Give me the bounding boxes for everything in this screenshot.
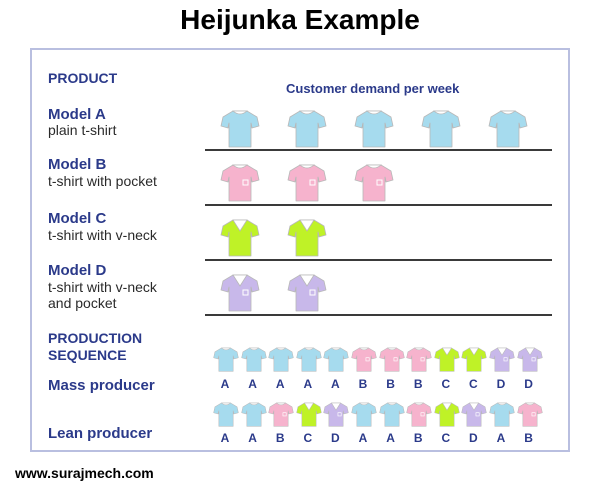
mass-sequence-letter: A bbox=[331, 377, 340, 391]
diagram-panel bbox=[30, 48, 570, 452]
mass-shirt-icon bbox=[516, 347, 543, 372]
mass-shirt-icon bbox=[351, 347, 377, 372]
mass-shirt-icon bbox=[268, 347, 294, 372]
demand-row-rule-a bbox=[205, 149, 552, 151]
lean-sequence-letter: A bbox=[358, 431, 368, 445]
shirt-b-icon bbox=[354, 164, 394, 202]
lean-sequence-letter: A bbox=[496, 431, 506, 445]
model-name: Model D bbox=[48, 262, 107, 279]
mass-shirt-icon bbox=[213, 347, 239, 372]
mass-shirt-icon bbox=[434, 347, 460, 372]
lean-sequence-letter: C bbox=[441, 431, 451, 445]
lean-producer-label: Lean producer bbox=[48, 425, 153, 442]
mass-shirt-icon bbox=[489, 347, 515, 372]
lean-shirt-icon bbox=[406, 402, 432, 427]
website-footer: www.surajmech.com bbox=[15, 465, 154, 481]
lean-sequence-letter: A bbox=[248, 431, 257, 445]
demand-row-rule-c bbox=[205, 259, 552, 261]
lean-sequence-letter: D bbox=[331, 431, 340, 445]
lean-shirt-icon bbox=[296, 402, 322, 427]
sequence-heading-line1: PRODUCTION bbox=[48, 330, 143, 346]
sequence-heading: PRODUCTION SEQUENCE bbox=[48, 330, 142, 364]
mass-shirt-icon bbox=[323, 347, 350, 372]
mass-sequence-letter: B bbox=[413, 377, 423, 391]
mass-sequence-letter: C bbox=[441, 377, 451, 391]
shirt-d-icon bbox=[220, 274, 260, 312]
model-description: plain t-shirt bbox=[48, 122, 117, 138]
lean-sequence-letter: B bbox=[275, 431, 285, 445]
shirt-a-icon bbox=[287, 110, 327, 148]
mass-sequence-letter: D bbox=[496, 377, 506, 391]
mass-shirt-icon bbox=[461, 347, 488, 372]
mass-sequence-letter: C bbox=[469, 377, 478, 391]
sequence-heading-line2: SEQUENCE bbox=[48, 347, 127, 363]
mass-sequence-letter: B bbox=[386, 377, 395, 391]
lean-sequence-letter: B bbox=[413, 431, 423, 445]
lean-shirt-icon bbox=[516, 402, 543, 427]
mass-sequence-letter: A bbox=[303, 377, 313, 391]
mass-sequence-letter: A bbox=[275, 377, 285, 391]
mass-shirt-icon bbox=[378, 347, 405, 372]
lean-sequence-letter: A bbox=[386, 431, 395, 445]
mass-sequence-letter: A bbox=[248, 377, 257, 391]
shirt-b-icon bbox=[220, 164, 260, 202]
shirt-c-icon bbox=[220, 219, 260, 257]
lean-sequence-letter: B bbox=[524, 431, 533, 445]
lean-shirt-icon bbox=[351, 402, 377, 427]
mass-producer-label: Mass producer bbox=[48, 377, 155, 394]
demand-row-rule-b bbox=[205, 204, 552, 206]
mass-sequence-letter: A bbox=[220, 377, 230, 391]
lean-sequence-letter: D bbox=[469, 431, 478, 445]
product-heading: PRODUCT bbox=[48, 70, 118, 86]
model-description: t-shirt with v-neck bbox=[48, 279, 157, 295]
lean-shirt-icon bbox=[213, 402, 239, 427]
lean-shirt-icon bbox=[378, 402, 405, 427]
shirt-c-icon bbox=[287, 219, 327, 257]
lean-shirt-icon bbox=[323, 402, 350, 427]
shirt-b-icon bbox=[287, 164, 327, 202]
shirt-d-icon bbox=[287, 274, 327, 312]
lean-shirt-icon bbox=[489, 402, 515, 427]
lean-sequence-letter: A bbox=[220, 431, 230, 445]
lean-shirt-icon bbox=[461, 402, 488, 427]
lean-shirt-icon bbox=[240, 402, 267, 427]
lean-shirt-icon bbox=[268, 402, 294, 427]
model-name: Model A bbox=[48, 106, 106, 123]
shirt-a-icon bbox=[354, 110, 394, 148]
shirt-a-icon bbox=[220, 110, 260, 148]
model-name: Model B bbox=[48, 156, 107, 173]
mass-shirt-icon bbox=[296, 347, 322, 372]
page-title: Heijunka Example bbox=[180, 4, 420, 35]
lean-shirt-icon bbox=[434, 402, 460, 427]
mass-shirt-icon bbox=[240, 347, 267, 372]
mass-sequence-letter: D bbox=[524, 377, 533, 391]
shirt-a-icon bbox=[488, 110, 528, 148]
model-description: t-shirt with v-neck bbox=[48, 227, 157, 243]
model-description-line2: and pocket bbox=[48, 295, 117, 311]
lean-sequence-letter: C bbox=[303, 431, 313, 445]
shirt-a-icon bbox=[421, 110, 461, 148]
demand-row-rule-d bbox=[205, 314, 552, 316]
model-description: t-shirt with pocket bbox=[48, 173, 157, 189]
mass-shirt-icon bbox=[406, 347, 432, 372]
mass-sequence-letter: B bbox=[358, 377, 368, 391]
demand-heading: Customer demand per week bbox=[286, 81, 460, 96]
model-name: Model C bbox=[48, 210, 107, 227]
